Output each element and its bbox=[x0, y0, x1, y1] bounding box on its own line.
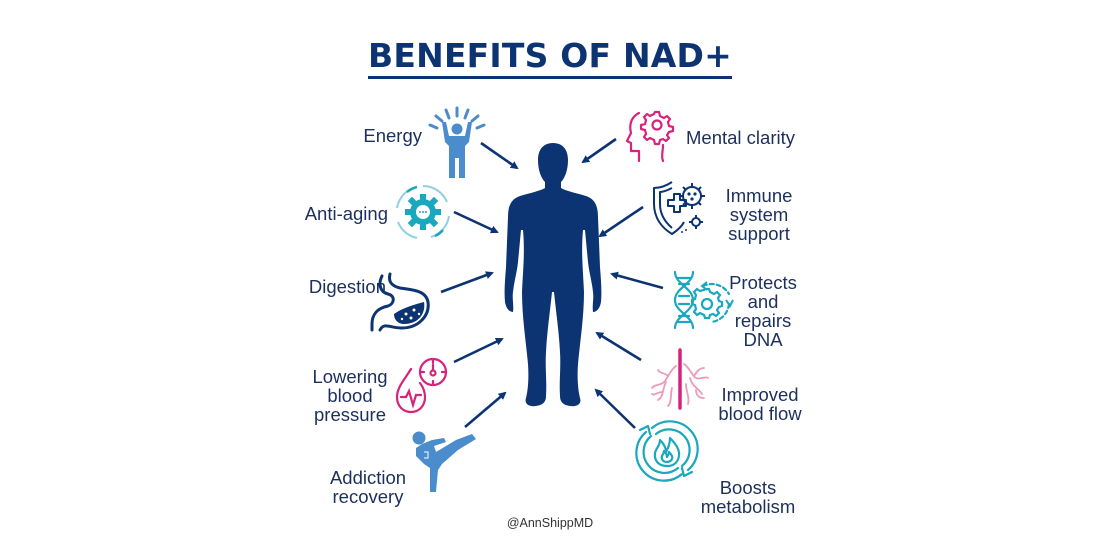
label-line: Improved bbox=[721, 384, 799, 405]
dna-gear-icon bbox=[673, 270, 734, 330]
label-line: recovery bbox=[332, 486, 404, 507]
arrow-blood-flow bbox=[595, 331, 642, 362]
arrow-addiction bbox=[464, 391, 507, 428]
page-title: BENEFITS OF NAD+ bbox=[0, 36, 1100, 79]
benefit-label-mental-clarity: Mental clarity bbox=[686, 127, 795, 148]
arrow-immune bbox=[598, 205, 644, 238]
arrow-mental-clarity bbox=[581, 137, 617, 164]
stomach-icon bbox=[370, 272, 430, 332]
label-line: Addiction bbox=[329, 467, 407, 488]
label-line: metabolism bbox=[700, 496, 796, 517]
flame-cycle-icon bbox=[635, 420, 699, 482]
arrow-dna bbox=[610, 271, 664, 290]
benefit-label-protects-repairs-dna: Protects and repairs DNA bbox=[724, 273, 802, 349]
human-body-silhouette-icon bbox=[504, 143, 602, 407]
blood-vessel-icon bbox=[651, 348, 709, 410]
title-text: BENEFITS OF NAD+ bbox=[368, 36, 732, 79]
label-line: blood bbox=[327, 385, 373, 406]
label-line: DNA bbox=[743, 329, 783, 350]
blood-drop-gauge-icon bbox=[395, 357, 448, 414]
benefit-label-improved-blood-flow: Improved blood flow bbox=[714, 385, 806, 423]
author-watermark: @AnnShippMD bbox=[506, 516, 594, 530]
benefit-label-boosts-metabolism: Boosts metabolism bbox=[700, 478, 796, 516]
arrow-metabolism bbox=[594, 388, 636, 429]
gear-cycle-icon bbox=[396, 185, 450, 239]
benefit-label-lowering-blood-pressure: Lowering blood pressure bbox=[300, 367, 400, 424]
arrow-blood-pressure bbox=[453, 337, 504, 364]
label-line: and bbox=[747, 291, 779, 312]
label-line: support bbox=[728, 223, 790, 244]
shield-virus-icon bbox=[653, 181, 705, 235]
label-line: Protects bbox=[729, 272, 797, 293]
benefit-label-energy: Energy bbox=[363, 125, 422, 146]
label-line: Boosts bbox=[719, 477, 777, 498]
arrow-anti-aging bbox=[453, 210, 499, 234]
benefit-label-digestion: Digestion bbox=[308, 276, 386, 297]
arrow-energy bbox=[480, 141, 519, 170]
label-line: Lowering bbox=[312, 366, 388, 387]
person-arms-raised-icon bbox=[428, 106, 486, 178]
martial-arts-kick-icon bbox=[412, 431, 476, 492]
arrow-digestion bbox=[440, 271, 494, 294]
benefit-label-immune-system-support: Immune system support bbox=[716, 186, 802, 243]
head-gear-icon bbox=[625, 110, 675, 163]
benefit-label-addiction-recovery: Addiction recovery bbox=[320, 468, 416, 506]
label-line: Immune bbox=[725, 185, 793, 206]
label-line: system bbox=[729, 204, 789, 225]
label-line: pressure bbox=[314, 404, 386, 425]
label-line: blood flow bbox=[718, 403, 802, 424]
label-line: repairs bbox=[734, 310, 792, 331]
benefit-label-anti-aging: Anti-aging bbox=[304, 203, 388, 224]
